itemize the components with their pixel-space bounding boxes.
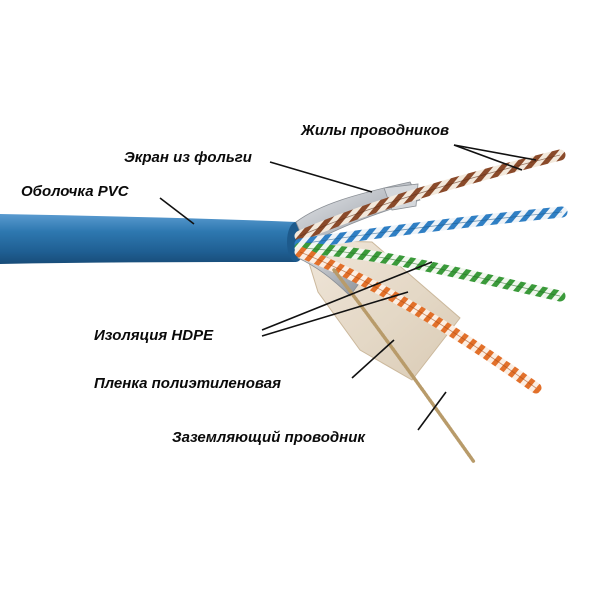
- leader-conductors-2: [453, 144, 523, 171]
- leader-lines: [159, 144, 537, 431]
- label-conductors: Жилы проводников: [301, 122, 450, 139]
- drain-wire: [332, 268, 476, 464]
- twisted-pairs: [294, 149, 568, 394]
- leader-conductors-1: [453, 144, 537, 161]
- leader-hdpe-1: [261, 261, 433, 331]
- leader-drain: [417, 391, 447, 431]
- label-hdpe-insulation: Изоляция HDPE: [94, 327, 214, 344]
- label-foil-screen: Экран из фольги: [124, 149, 252, 166]
- leader-film: [351, 339, 395, 379]
- label-polyethylene-film: Пленка полиэтиленовая: [94, 375, 281, 392]
- label-pvc-sheath: Оболочка PVC: [21, 183, 129, 200]
- leader-foil: [269, 161, 373, 193]
- pvc-sheath: [0, 214, 305, 264]
- leader-hdpe-2: [261, 291, 409, 337]
- leader-pvc: [159, 197, 195, 225]
- label-drain-wire: Заземляющий проводник: [172, 429, 365, 446]
